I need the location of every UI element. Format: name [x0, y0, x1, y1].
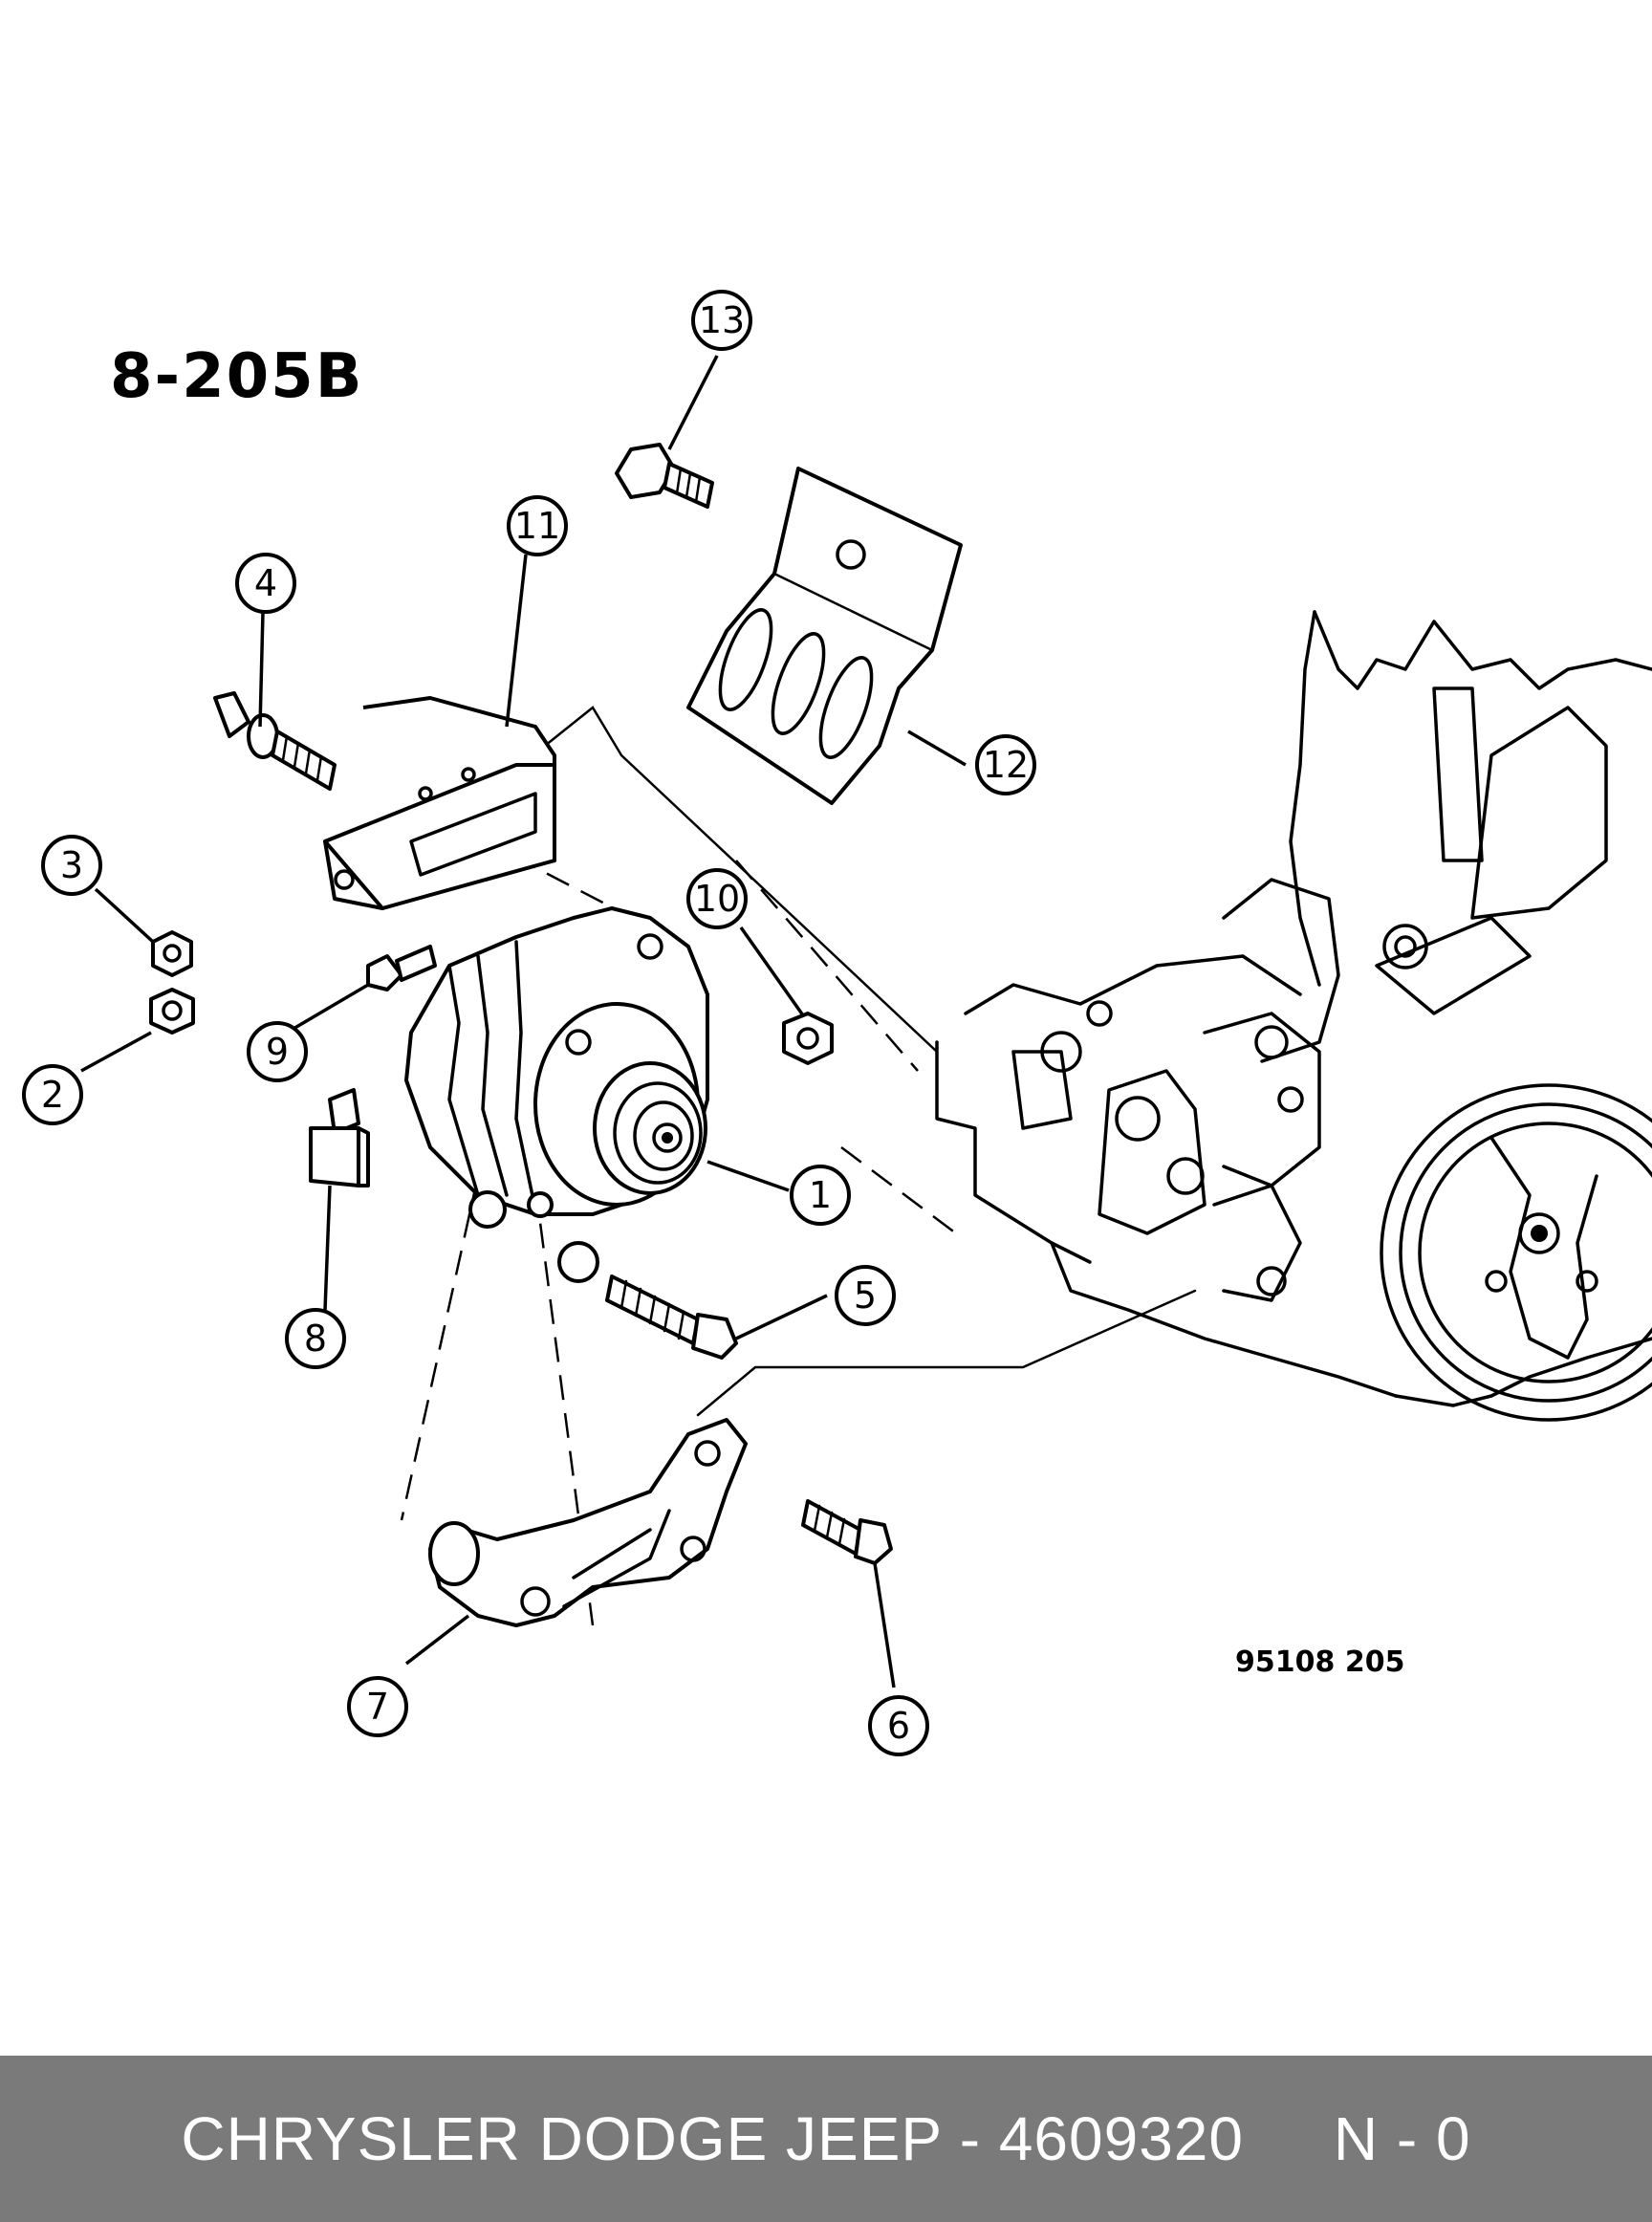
- callout-12: 12: [975, 734, 1036, 795]
- svg-text:2: 2: [41, 1074, 64, 1116]
- part-11-upper-bracket: [323, 696, 556, 910]
- engine-block-drawing: [935, 610, 1652, 1422]
- callout-13: 13: [691, 290, 752, 351]
- part-4-stud-bolt: [213, 691, 337, 791]
- part-9-bolt: [366, 945, 437, 991]
- part-2-nut: [149, 988, 195, 1035]
- callout-6: 6: [868, 1695, 929, 1756]
- part-5-bolt: [605, 1274, 738, 1360]
- svg-text:4: 4: [254, 562, 277, 604]
- callout-9: 9: [247, 1021, 308, 1082]
- callout-5: 5: [835, 1265, 896, 1326]
- svg-text:1: 1: [809, 1174, 832, 1216]
- callout-1: 1: [790, 1165, 851, 1226]
- svg-text:9: 9: [266, 1031, 289, 1073]
- diagram-code-label: 8-205B: [110, 341, 363, 412]
- svg-text:3: 3: [60, 844, 83, 886]
- svg-text:8: 8: [304, 1318, 327, 1360]
- leader-lines: [80, 355, 967, 1688]
- callout-10: 10: [686, 868, 748, 929]
- part-8-terminal-boot: [309, 1088, 370, 1187]
- svg-text:10: 10: [694, 878, 740, 920]
- callout-7: 7: [347, 1676, 408, 1737]
- part-12-heat-shield: [686, 467, 963, 805]
- svg-text:6: 6: [887, 1705, 910, 1747]
- callout-4: 4: [235, 553, 296, 614]
- callout-8: 8: [285, 1308, 346, 1369]
- part-6-bolt: [801, 1499, 893, 1565]
- svg-text:5: 5: [854, 1274, 877, 1317]
- footer-bar: CHRYSLER DODGE JEEP - 4609320 N - 0: [0, 2056, 1652, 2222]
- svg-text:7: 7: [366, 1686, 389, 1728]
- part-7-lower-bracket: [428, 1418, 748, 1627]
- exploded-parts-diagram: 8-205B 95108 205: [22, 290, 1652, 1756]
- part-3-nut: [151, 930, 193, 977]
- callout-2: 2: [22, 1064, 83, 1125]
- svg-text:11: 11: [514, 505, 560, 547]
- svg-text:13: 13: [699, 299, 745, 341]
- part-1-alternator: [404, 906, 709, 1283]
- part-13-bolt: [615, 443, 714, 509]
- callout-11: 11: [507, 495, 568, 556]
- footer-part-number: CHRYSLER DODGE JEEP - 4609320 N - 0: [181, 2104, 1471, 2173]
- figure-number: 95108 205: [1235, 1645, 1404, 1679]
- svg-text:12: 12: [983, 744, 1029, 786]
- part-10-nut: [782, 1012, 834, 1065]
- callout-3: 3: [41, 835, 102, 896]
